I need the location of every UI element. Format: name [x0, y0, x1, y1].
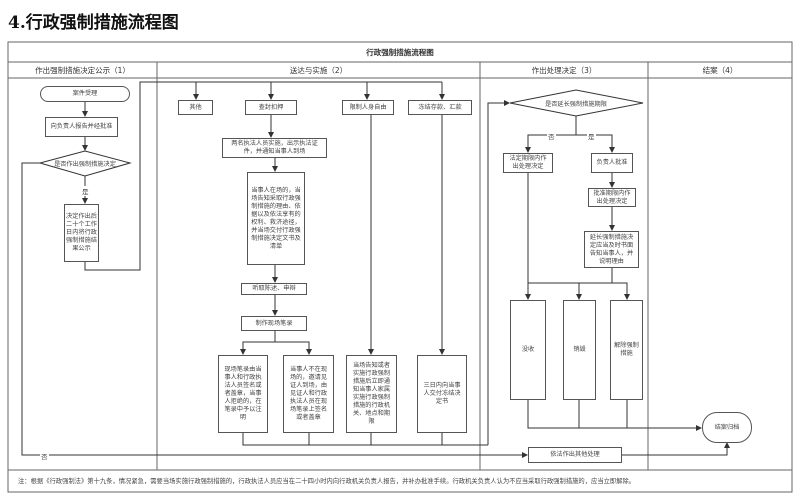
extend-text: 是否延长强制措施期限 [545, 101, 607, 108]
lane-header-3: 作出处理决定（3） [531, 65, 597, 75]
lane-header-2: 送达与实施（2） [289, 65, 348, 75]
archive-node: 结案归档 [702, 412, 752, 443]
report-approve-node: 向负责人报告并经批准 [45, 117, 118, 137]
lane-header-1: 作出强制措施决定公示（1） [35, 65, 130, 75]
two-officers-node: 两名执法人员实施，出示执法证件，并通知当事人到场 [222, 138, 327, 158]
notify-family-node: 当场告知或者实施行政强制措施后立即通知当事人家属实施行政强制措施的行政机关、地点… [346, 355, 397, 433]
confiscate-node: 没收 [510, 300, 546, 400]
chart-header: 行政强制措施流程图 [366, 47, 434, 57]
footnote: 注：根据《行政强制法》第十九条，情况紧急，需要当场实施行政强制措施的，行政执法人… [18, 478, 636, 485]
legal-term-node: 法定期限内作出处理决定 [503, 153, 553, 173]
other-node: 其他 [178, 100, 213, 115]
decision-diamond [38, 150, 132, 177]
approve-node: 负责人批准 [591, 153, 633, 173]
decision-text: 是否作出强制措施决定 [54, 161, 116, 168]
hear-node: 听取陈述、申辩 [241, 283, 307, 295]
absent-node: 当事人不在现场的，邀请见证人到场，由见证人和行政执法人员在现场笔录上签名或者盖章 [283, 355, 334, 433]
extend-diamond [509, 89, 644, 117]
extend-no-label: 否 [547, 131, 556, 141]
case-accepted-node: 案件受理 [40, 86, 130, 102]
outer-frame [7, 41, 793, 493]
publish-node: 决定作出后二十个工作日内将行政强制措施结果公示 [64, 204, 99, 262]
present-node: 当事人在场的，当场告知采取行政强制措施的理由、依据以及依法享有的权利、救济途径，… [247, 172, 305, 265]
no-label: 否 [40, 451, 49, 461]
seal-node: 查封扣押 [245, 100, 297, 115]
release-node: 解除强制措施 [610, 300, 643, 400]
freeze-notice-node: 三日内向当事人交付冻结决定书 [417, 355, 467, 433]
yes-label: 是 [81, 186, 90, 196]
extend-yes-label: 是 [587, 131, 596, 141]
record-node: 制作现场笔录 [241, 316, 307, 331]
sign-node: 现场笔录由当事人和行政执法人员签名或者盖章，当事人拒绝的，在笔录中予以注明 [218, 355, 268, 433]
restrict-node: 限制人身自由 [342, 100, 394, 115]
lane-header-4: 结案（4） [702, 65, 738, 75]
page-title: 4.行政强制措施流程图 [8, 13, 179, 33]
freeze-node: 冻结存款、汇款 [408, 100, 472, 115]
extend-notice-node: 延长强制措施决定应当及时书面告知当事人，并说明理由 [584, 231, 639, 268]
other-handling-node: 依法作出其他处理 [528, 447, 622, 463]
approved-term-node: 批准期限内作出处理决定 [588, 188, 636, 207]
destroy-node: 销毁 [563, 300, 596, 400]
